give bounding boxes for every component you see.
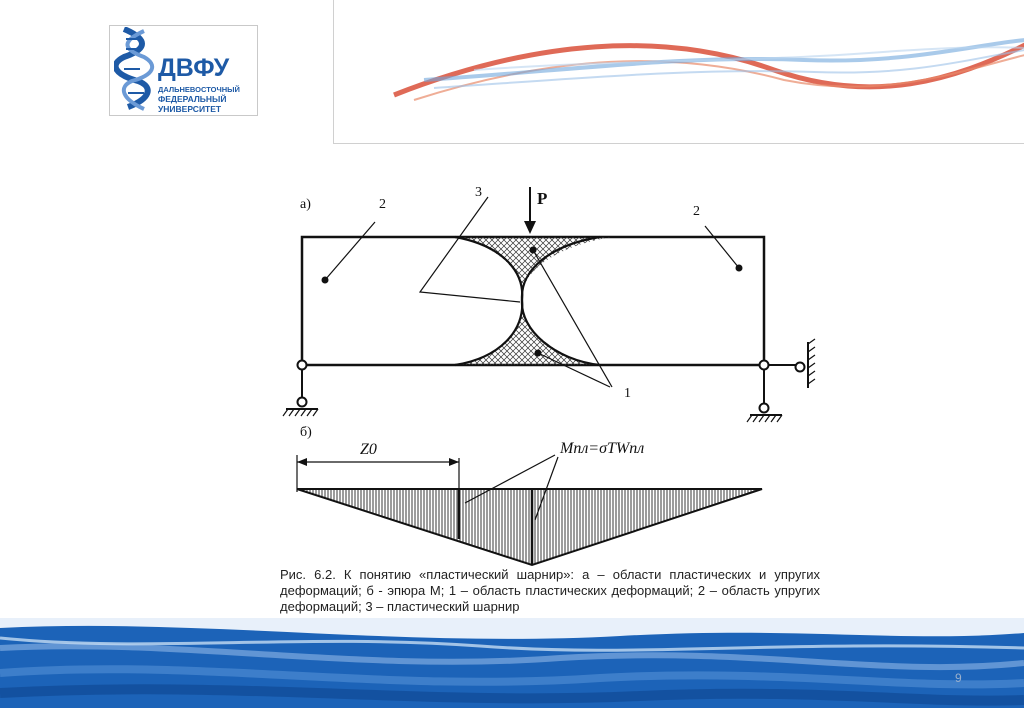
label-hinge-3: 3 (475, 185, 482, 200)
moment-diagram (296, 488, 763, 567)
label-region-1: 1 (624, 386, 631, 401)
dna-helix-icon (114, 27, 155, 111)
label-region-2-left: 2 (379, 197, 386, 212)
load-label: P (537, 189, 548, 208)
footer-wave-band (0, 618, 1024, 708)
university-logo: ДВФУ ДАЛЬНЕВОСТОЧНЫЙ ФЕДЕРАЛЬНЫЙ УНИВЕРС… (109, 25, 258, 116)
label-region-2-right: 2 (693, 204, 700, 219)
label-a: а) (300, 197, 311, 212)
logo-title: ДВФУ (158, 54, 230, 82)
plastic-zone (455, 237, 612, 365)
label-b: б) (300, 425, 312, 440)
figure-caption: Рис. 6.2. К понятию «пластический шарнир… (280, 567, 820, 614)
logo-line-3: УНИВЕРСИТЕТ (158, 104, 222, 114)
moment-label: Mпл=σTWпл (560, 440, 645, 457)
logo-line-1: ДАЛЬНЕВОСТОЧНЫЙ (158, 85, 240, 94)
header-banner (333, 0, 1024, 144)
logo-line-2: ФЕДЕРАЛЬНЫЙ (158, 94, 227, 104)
z0-label: Z0 (360, 441, 377, 458)
page-number: 9 (955, 671, 962, 685)
wave-decoration (393, 38, 1024, 101)
